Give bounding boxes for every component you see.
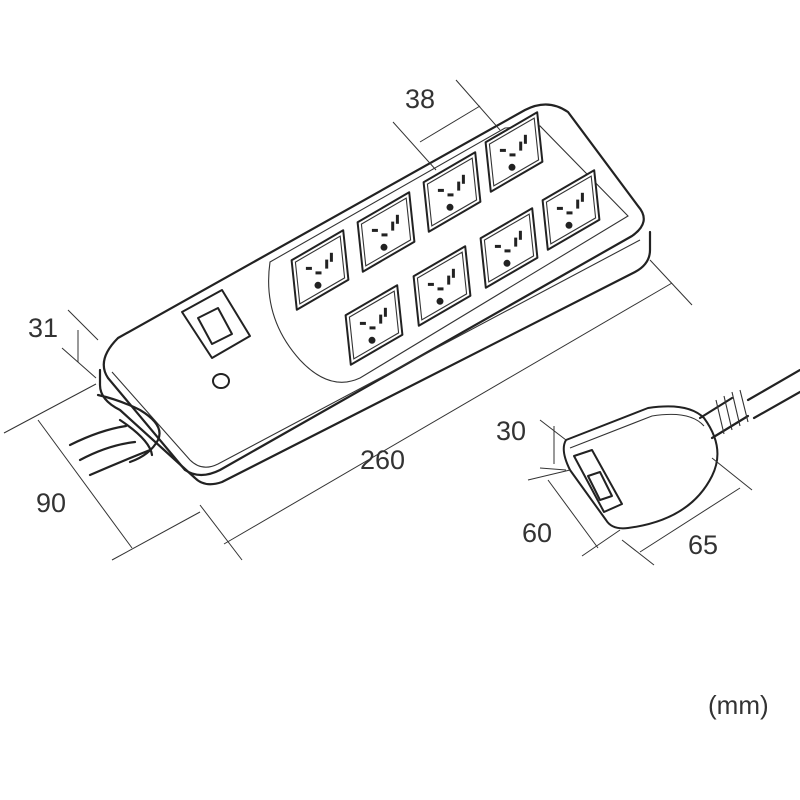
outlet-slot — [514, 237, 518, 247]
outlet-slot — [576, 199, 580, 209]
outlet-slot — [437, 188, 444, 192]
outlet-slot — [395, 214, 399, 224]
outlet-face — [344, 284, 404, 366]
outlet-slot — [523, 134, 527, 144]
indicator-lamp — [212, 373, 230, 389]
outlet-slot — [329, 252, 333, 262]
outlet-slot — [381, 233, 388, 237]
outlet-rim — [545, 175, 597, 245]
outlet-rim — [294, 235, 346, 305]
outlet-slot — [383, 307, 387, 317]
outlet-slot — [437, 287, 444, 291]
outlet-slot — [391, 221, 395, 231]
dimension-length: 260 — [360, 445, 406, 475]
outlet-slot — [509, 153, 516, 157]
outlet-ground-hole — [380, 243, 388, 251]
outlet-slot — [580, 192, 584, 202]
outlet-slot — [499, 148, 506, 152]
outlet-face — [484, 111, 544, 193]
outlet-slot — [518, 230, 522, 240]
outlet-rim — [348, 290, 400, 360]
outlet — [479, 207, 539, 289]
outlet-slot — [447, 275, 451, 285]
outlet-rim — [416, 251, 468, 321]
outlet-slot — [566, 211, 573, 215]
outlet-face — [356, 191, 416, 273]
outlet-slot — [371, 228, 378, 232]
outlet-face — [479, 207, 539, 289]
outlet — [422, 151, 482, 233]
dimension-tap-height: 30 — [496, 416, 527, 446]
outlet — [344, 284, 404, 366]
dimension-tap-width: 60 — [522, 518, 553, 548]
outlet-slot — [325, 259, 329, 269]
dimension-width: 90 — [36, 488, 67, 518]
power-switch — [181, 289, 251, 359]
extension-tap — [562, 368, 800, 530]
dimension-tap-length: 65 — [688, 530, 719, 560]
outlet-ground-hole — [436, 297, 444, 305]
outlet-rim — [426, 157, 478, 227]
outlet-ground-hole — [503, 259, 511, 267]
outlet-face — [412, 245, 472, 327]
outlet-ground-hole — [508, 163, 516, 171]
outlet — [290, 229, 350, 311]
outlet-slot — [447, 193, 454, 197]
unit-label: (mm) — [708, 690, 769, 720]
outlet-face — [541, 169, 601, 251]
dimension-height: 31 — [28, 313, 59, 343]
outlet-face — [290, 229, 350, 311]
strip-cables — [68, 393, 161, 477]
outlet — [356, 191, 416, 273]
outlet-slot — [451, 268, 455, 278]
outlet-slot — [305, 266, 312, 270]
outlet-slot — [359, 321, 366, 325]
outlet — [484, 111, 544, 193]
outlet-rim — [483, 213, 535, 283]
outlet-slot — [556, 206, 563, 210]
outlet — [412, 245, 472, 327]
outlet-ground-hole — [368, 336, 376, 344]
outlet-rim — [360, 197, 412, 267]
dimension-lines — [3, 79, 753, 566]
outlet-slot — [457, 181, 461, 191]
outlets — [290, 111, 601, 366]
outlet-slot — [519, 141, 523, 151]
outlet-face — [422, 151, 482, 233]
outlet-ground-hole — [446, 203, 454, 211]
outlet-rim — [488, 117, 540, 187]
outlet-slot — [369, 326, 376, 330]
outlet-ground-hole — [314, 281, 322, 289]
dimension-outlet-pitch: 38 — [405, 84, 436, 114]
power-strip-body — [98, 103, 652, 486]
outlet-slot — [427, 282, 434, 286]
outlet-slot — [379, 314, 383, 324]
outlet-slot — [494, 244, 501, 248]
outlet — [541, 169, 601, 251]
outlet-slot — [461, 174, 465, 184]
outlet-slot — [504, 249, 511, 253]
outlet-slot — [315, 271, 322, 275]
outlet-ground-hole — [565, 221, 573, 229]
